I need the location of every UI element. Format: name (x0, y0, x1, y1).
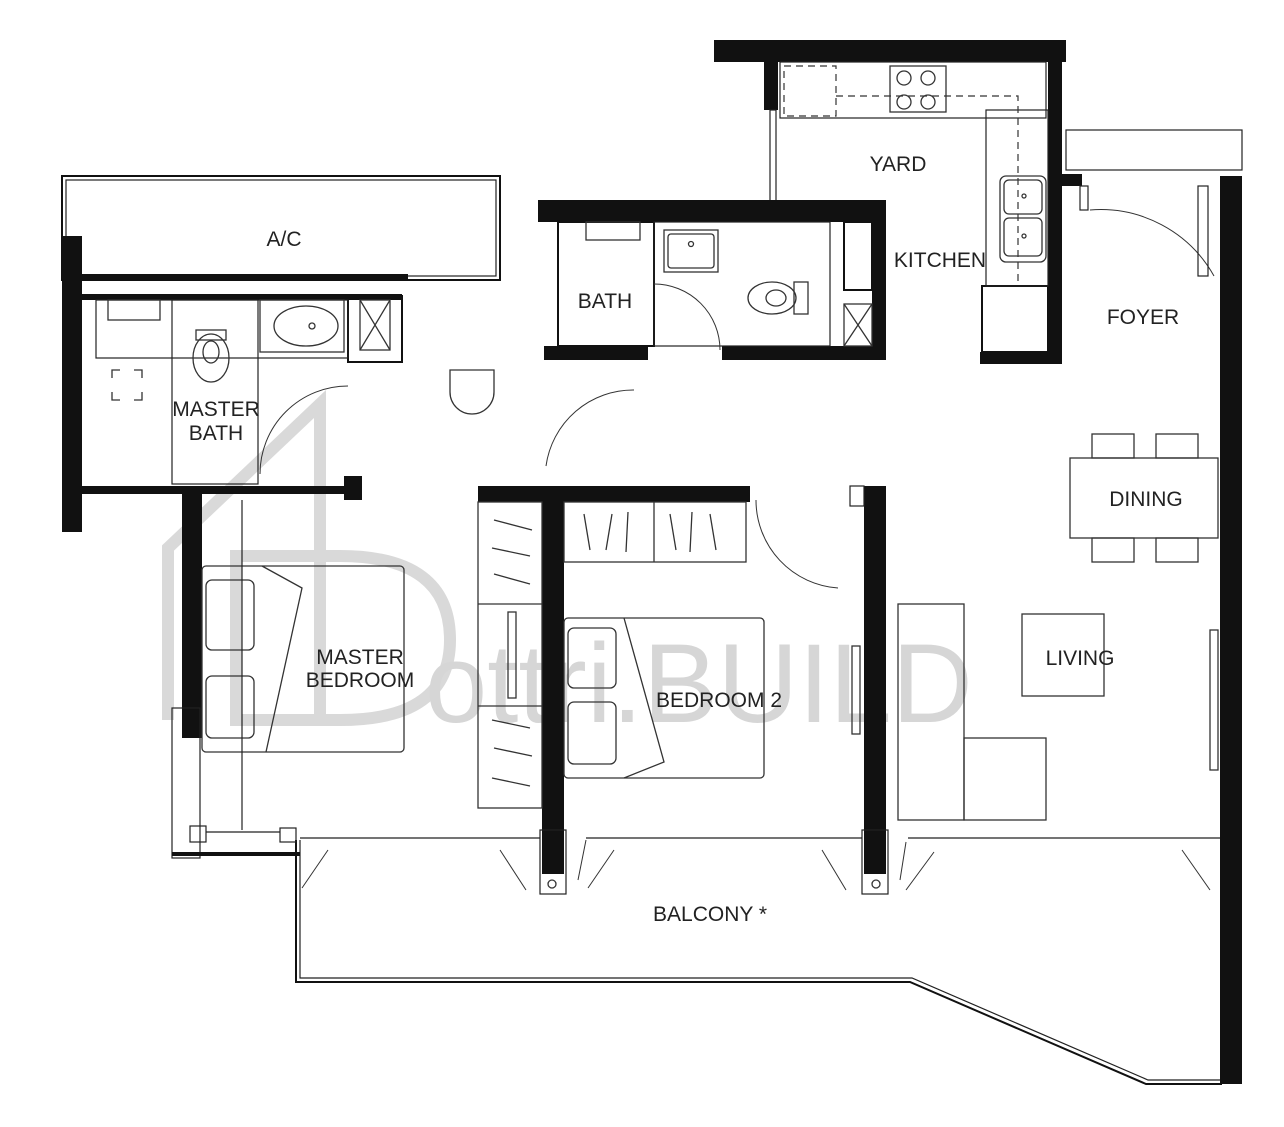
bedroom2-bed (563, 617, 861, 779)
label-dining: DINING (1109, 488, 1183, 511)
stove-icon (889, 65, 947, 113)
basin-icon (663, 229, 719, 273)
common-bath (538, 200, 886, 360)
label-ac: A/C (266, 228, 301, 251)
label-master-bedroom-2: BEDROOM (306, 669, 415, 692)
watermark-text: ottri.BUILD (425, 621, 973, 746)
label-master-bedroom-1: MASTER (316, 646, 404, 669)
label-living: LIVING (1046, 647, 1115, 670)
living-furniture (897, 603, 1219, 821)
label-master-bath-1: MASTER (172, 398, 260, 421)
interior-walls (171, 389, 886, 874)
label-bath: BATH (578, 290, 632, 313)
balcony (172, 825, 1222, 1085)
basin-icon (259, 299, 345, 353)
foyer-walls (1062, 129, 1243, 1084)
toilet-icon (747, 281, 809, 315)
room-labels: A/C YARD KITCHEN BATH FOYER MASTER BATH … (172, 153, 1183, 926)
label-kitchen: KITCHEN (894, 249, 986, 272)
toilet-icon (192, 329, 230, 383)
master-bed (201, 500, 405, 830)
ac-ledge (61, 175, 501, 532)
kitchen-fixtures (783, 65, 1047, 286)
master-bath (80, 294, 403, 500)
shower-drain-icon (359, 299, 391, 351)
wardrobes (477, 501, 747, 809)
label-balcony: BALCONY * (653, 903, 767, 926)
label-bedroom-2: BEDROOM 2 (656, 689, 782, 712)
floor-trap-icon (111, 369, 143, 401)
shower-drain-icon (843, 303, 873, 347)
dining-set (1069, 433, 1219, 563)
yard-kitchen-walls (714, 40, 1066, 364)
label-yard: YARD (870, 153, 927, 176)
wash-basin-icon (449, 369, 495, 415)
label-foyer: FOYER (1107, 306, 1179, 329)
label-master-bath-2: BATH (189, 422, 243, 445)
sink-icon (999, 175, 1047, 263)
